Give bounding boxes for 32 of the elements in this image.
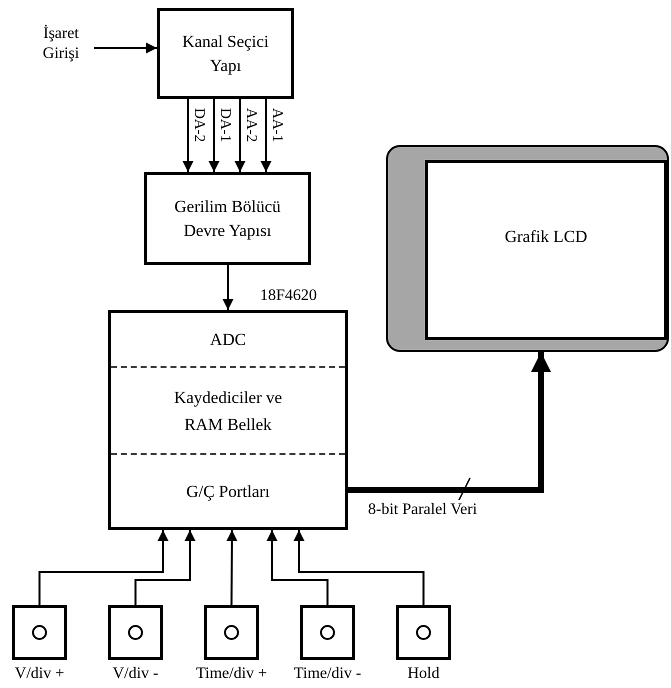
input-label: İşaret Girişi: [30, 24, 92, 68]
arrow: [94, 42, 157, 54]
lcd-screen: Grafik LCD: [425, 160, 667, 340]
button-caption: V/div +: [14, 664, 66, 684]
button-caption: V/div -: [112, 664, 160, 684]
arrow: [38, 530, 168, 605]
monitor-bezel: [386, 145, 669, 352]
arrow: [266, 530, 328, 605]
section-label: ADC: [210, 329, 246, 351]
section-label: Kaydediciler ve RAM Bellek: [172, 386, 284, 436]
arrow: [208, 99, 220, 172]
process-box: Kanal Seçici Yapı: [157, 8, 294, 99]
arrow: [222, 265, 234, 310]
button-caption: Time/div -: [292, 664, 362, 684]
chip-label: 18F4620: [260, 286, 317, 306]
button-caption: Time/div +: [194, 664, 268, 684]
section-label: G/Ç Portları: [186, 480, 270, 503]
process-box: Gerilim Bölücü Devre Yapısı: [144, 172, 311, 265]
arrow: [294, 530, 424, 605]
arrow: [226, 530, 238, 605]
push-button: [108, 605, 163, 660]
arrow: [234, 99, 246, 172]
microcontroller-block: [108, 310, 348, 530]
arrow: [260, 99, 272, 172]
push-button: [12, 605, 67, 660]
push-button: [300, 605, 355, 660]
bus-arrow: [348, 352, 551, 502]
push-button: [396, 605, 451, 660]
button-caption: Hold: [406, 664, 440, 684]
push-button: [204, 605, 259, 660]
arrow: [134, 530, 196, 605]
arrow: [182, 99, 194, 172]
